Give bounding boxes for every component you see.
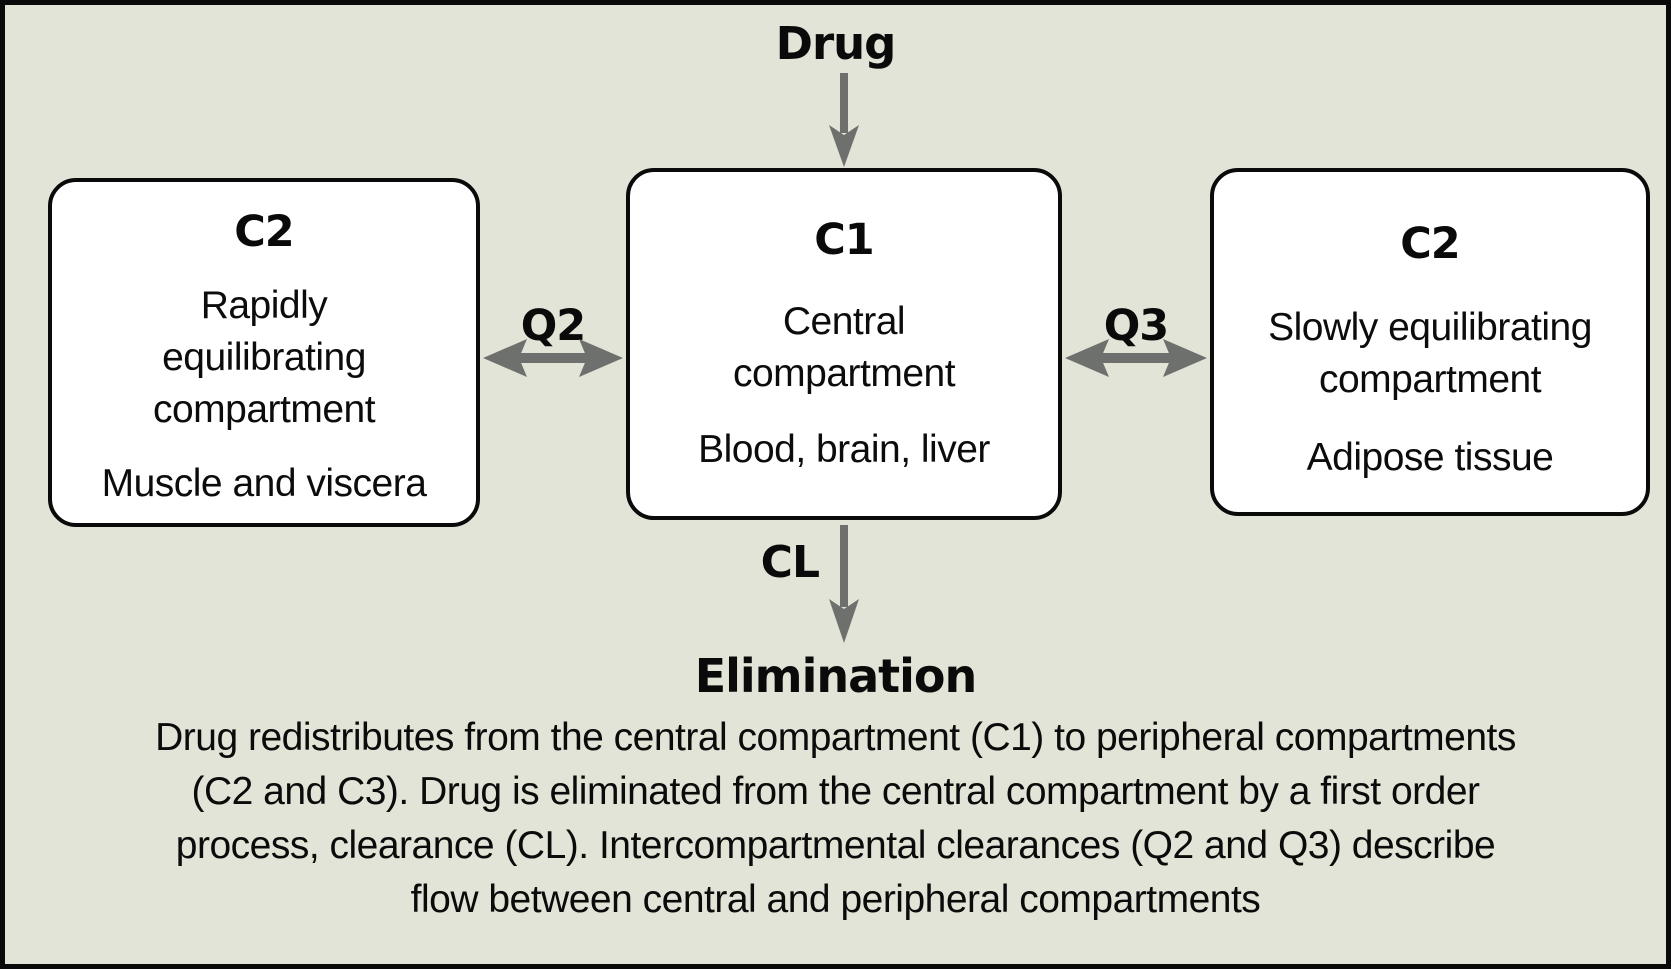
compartment-description: Central compartment (732, 300, 956, 395)
compartment-box-slow: C2 Slowly equilibrating compartment Adip… (1210, 168, 1650, 516)
elimination-label: Elimination (694, 649, 978, 703)
q3-clearance-label: Q3 (1103, 301, 1169, 351)
caption-line: flow between central and peripheral comp… (410, 878, 1261, 921)
caption-line: process, clearance (CL). Intercompartmen… (175, 824, 1496, 867)
elimination-arrow-icon (829, 525, 859, 643)
q2-double-arrow-icon (483, 339, 623, 377)
caption-line: (C2 and C3). Drug is eliminated from the… (191, 770, 1480, 813)
compartment-description: Rapidly equilibrating compartment (152, 284, 376, 431)
compartment-box-central: C1 Central compartment Blood, brain, liv… (626, 168, 1062, 520)
compartment-title: C1 (814, 215, 874, 265)
compartment-description: Slowly equilibrating compartment (1268, 306, 1592, 401)
caption-line: Drug redistributes from the central comp… (155, 716, 1516, 759)
cl-clearance-label: CL (760, 537, 820, 588)
compartment-box-rapid: C2 Rapidly equilibrating compartment Mus… (48, 178, 480, 527)
compartment-tissues: Muscle and viscera (101, 462, 427, 505)
compartment-title: C2 (1400, 219, 1460, 269)
q3-double-arrow-icon (1065, 339, 1207, 377)
drug-input-arrow-icon (829, 73, 859, 167)
compartment-tissues: Adipose tissue (1306, 436, 1554, 479)
figure-caption: Drug redistributes from the central comp… (5, 711, 1666, 927)
compartment-tissues: Blood, brain, liver (698, 428, 990, 471)
q2-clearance-label: Q2 (520, 301, 586, 351)
drug-label: Drug (775, 17, 897, 70)
compartment-title: C2 (234, 207, 294, 257)
